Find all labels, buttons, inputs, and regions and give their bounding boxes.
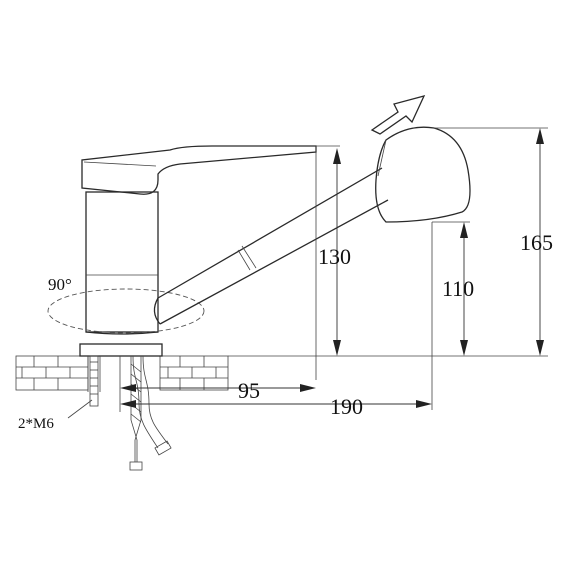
dim-165 bbox=[536, 128, 544, 356]
rotation-arrow-icon bbox=[370, 95, 426, 135]
counter-brick-right bbox=[159, 355, 229, 391]
dim-165-label: 165 bbox=[520, 230, 553, 255]
spout-tube bbox=[153, 167, 389, 325]
handle-lever bbox=[81, 145, 317, 195]
dim-110 bbox=[460, 222, 468, 356]
dim-130 bbox=[333, 148, 341, 356]
dim-130-label: 130 bbox=[318, 244, 351, 269]
swivel-ellipse bbox=[47, 288, 205, 334]
angle-label: 90° bbox=[48, 275, 72, 294]
dim-95 bbox=[120, 384, 316, 392]
spray-head-seam bbox=[377, 139, 387, 177]
faucet-body bbox=[85, 191, 159, 335]
dim-110-label: 110 bbox=[442, 276, 474, 301]
dim-95-label: 95 bbox=[238, 378, 260, 403]
spray-head bbox=[375, 126, 471, 223]
mounting-stud bbox=[87, 355, 101, 407]
counter-brick-left bbox=[15, 355, 89, 391]
mount-leader-line bbox=[67, 399, 93, 419]
mounting-plate bbox=[79, 343, 163, 357]
dim-190-label: 190 bbox=[330, 394, 363, 419]
handle-lower-edge bbox=[83, 161, 157, 167]
dim-190 bbox=[120, 400, 432, 408]
mount-label: 2*M6 bbox=[18, 416, 54, 432]
supply-hoses bbox=[129, 355, 172, 471]
